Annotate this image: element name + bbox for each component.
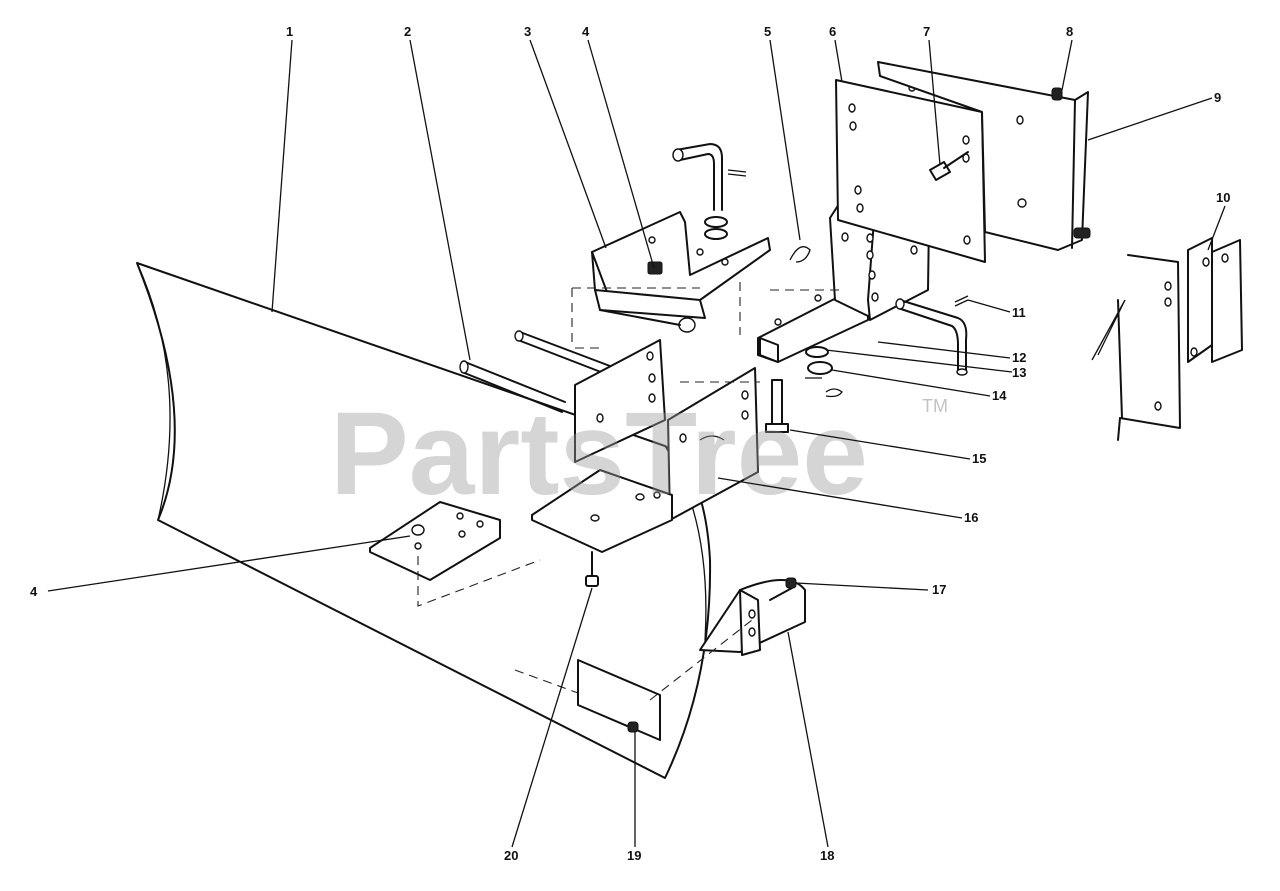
callout-17: 17 [932,582,946,597]
callout-9: 9 [1214,90,1221,105]
skid-shoe [699,577,806,656]
callout-16: 16 [964,510,978,525]
carriage-bolt [585,551,599,587]
callout-12: 12 [1012,350,1026,365]
callout-19: 19 [627,848,641,863]
callout-20: 20 [504,848,518,863]
watermark-brand: PartsTree [330,388,868,520]
callout-5: 5 [764,24,771,39]
wear-block [577,619,753,741]
side-plate [1091,254,1181,441]
channel-bracket [877,61,1091,251]
callout-10: 10 [1216,190,1230,205]
long-pin [459,330,611,413]
callout-8: 8 [1066,24,1073,39]
mount-plate [531,339,760,553]
watermark-trademark: TM [922,396,948,416]
callout-2: 2 [404,24,411,39]
callout-6: 6 [829,24,836,39]
l-pin [895,298,968,376]
callout-18: 18 [820,848,834,863]
callout-7: 7 [923,24,930,39]
callout-13: 13 [1012,365,1026,380]
callout-4-lower: 4 [30,584,38,599]
small-hardware [954,295,969,307]
callout-1: 1 [286,24,293,39]
callout-3: 3 [524,24,531,39]
callout-14: 14 [992,388,1007,403]
callout-numbers: 1 2 3 4 5 6 7 8 9 10 11 12 13 14 15 16 1… [30,24,1230,863]
frame-plate [835,79,986,263]
upright-pin [672,143,747,240]
callout-11: 11 [1012,305,1026,320]
callout-15: 15 [972,451,986,466]
lower-plate [369,501,541,607]
washers [805,346,843,398]
callout-4: 4 [582,24,590,39]
leader-lines [47,39,1226,848]
side-bracket [1187,237,1243,363]
long-bolt [765,379,789,433]
pivot-bracket [571,211,771,345]
